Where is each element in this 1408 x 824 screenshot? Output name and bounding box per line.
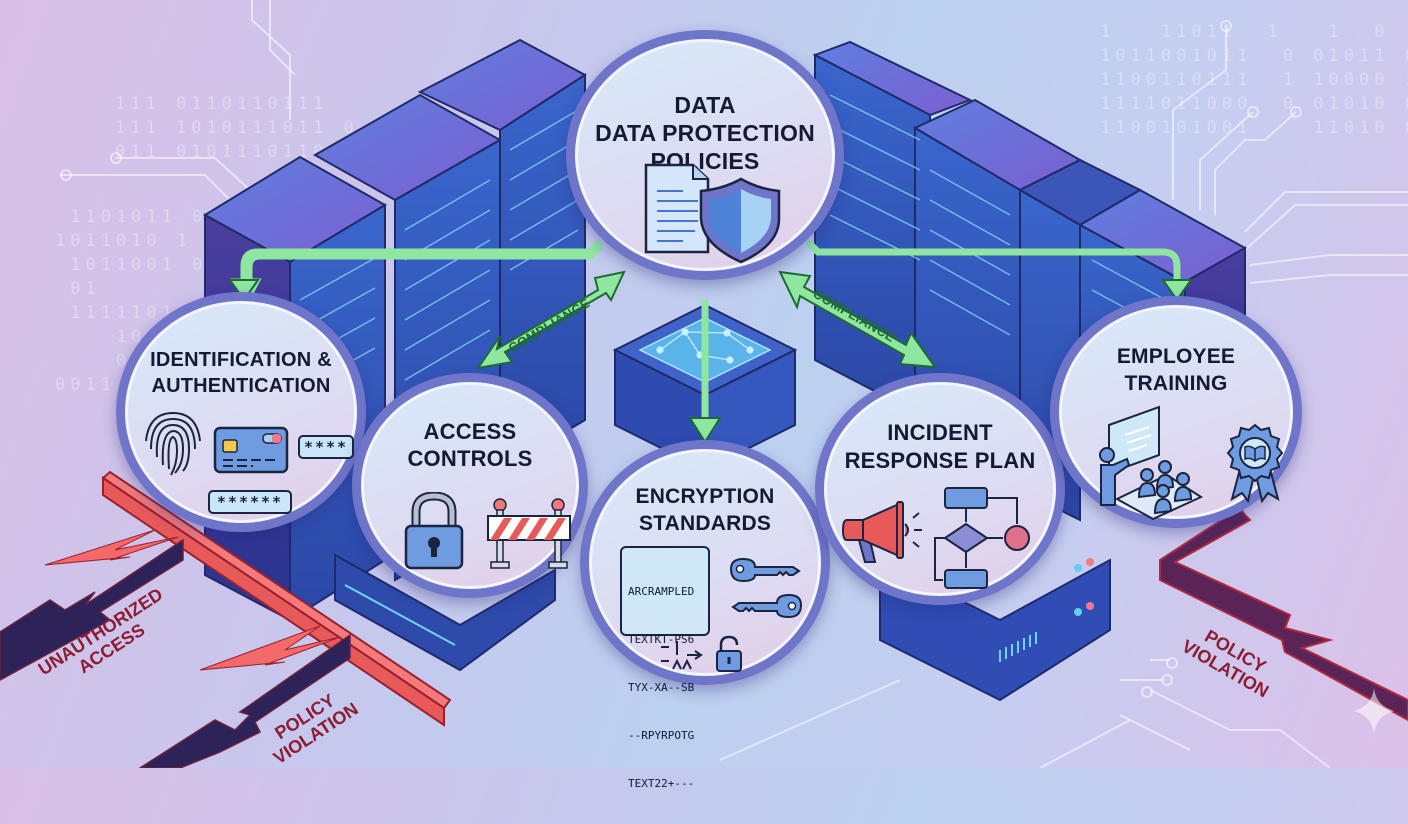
stacked-server-left xyxy=(334,553,556,672)
node-title: EMPLOYEE TRAINING xyxy=(1116,345,1236,395)
padlock-icon xyxy=(404,492,464,570)
node-title: ENCRYPTION STANDARDS xyxy=(635,485,775,535)
threat-path-unauthorized-access xyxy=(0,529,184,681)
shield-icon xyxy=(699,177,781,264)
firewall-barrier xyxy=(101,470,452,727)
server-rack-right-1 xyxy=(812,40,973,422)
node-title: IDENTIFICATION & AUTHENTICATION xyxy=(150,349,332,397)
ciphertext-icon: ARCRAMPLED TEXTKT-PS6 TYX-XA--SB --RPYRP… xyxy=(620,546,710,790)
policy-arrows xyxy=(228,239,1193,444)
compliance-arrow-right xyxy=(778,270,938,369)
ciphertext-lines: ARCRAMPLED TEXTKT-PS6 TYX-XA--SB --RPYRP… xyxy=(628,585,695,790)
binary-pattern-right: 1 11011 1 1 0 1 1011001011 0 01011 0 110… xyxy=(1100,22,1408,138)
award-badge-icon xyxy=(1226,423,1284,503)
unlock-icon xyxy=(716,635,742,672)
sparkle-icon xyxy=(1354,688,1394,734)
node-title: INCIDENT RESPONSE PLAN xyxy=(844,420,1036,473)
circuit-background xyxy=(0,0,1408,768)
server-racks xyxy=(203,38,1248,702)
threat-barriers xyxy=(0,470,1408,768)
decrypt-flow-icon xyxy=(661,635,742,672)
barrier-icon xyxy=(487,498,571,569)
key-icon xyxy=(729,557,803,619)
fingerprint-icon xyxy=(145,411,201,476)
node-data-protection-policies[interactable]: DATA DATA PROTECTION POLICIES xyxy=(566,30,844,280)
lightning-bolt-icon xyxy=(199,625,341,671)
document-shield-icon xyxy=(644,163,781,264)
id-card-icon xyxy=(213,426,289,474)
password-field-long: ****** xyxy=(208,490,292,514)
binary-pattern-left: 111 0110110111 111 1010111011 0 011 0101… xyxy=(115,94,359,162)
node-employee-training[interactable]: EMPLOYEE TRAINING xyxy=(1050,296,1302,528)
threat-path-policy-violation-left xyxy=(138,625,351,768)
node-encryption-standards[interactable]: ENCRYPTION STANDARDS ARCRAMPLED TEXTKT-P… xyxy=(580,440,830,790)
flowchart-icon xyxy=(934,487,1030,589)
node-identification-authentication[interactable]: IDENTIFICATION & AUTHENTICATION **** ***… xyxy=(116,292,366,532)
node-title: DATA DATA PROTECTION POLICIES xyxy=(595,92,815,174)
node-title: ACCESS CONTROLS xyxy=(407,419,533,471)
node-incident-response-plan[interactable]: INCIDENT RESPONSE PLAN xyxy=(815,373,1065,605)
lightning-bolt-icon xyxy=(44,529,179,566)
document-icon xyxy=(644,163,710,254)
threat-path-policy-violation-right xyxy=(1159,506,1408,722)
password-field-short: **** xyxy=(298,435,354,459)
megaphone-icon xyxy=(841,501,922,563)
presentation-icon xyxy=(1099,405,1204,520)
compliance-arrow-left xyxy=(475,270,626,370)
node-access-controls[interactable]: ACCESS CONTROLS xyxy=(352,373,588,598)
diagram-canvas: 111 0110110111 111 1010111011 0 011 0101… xyxy=(0,0,1408,790)
